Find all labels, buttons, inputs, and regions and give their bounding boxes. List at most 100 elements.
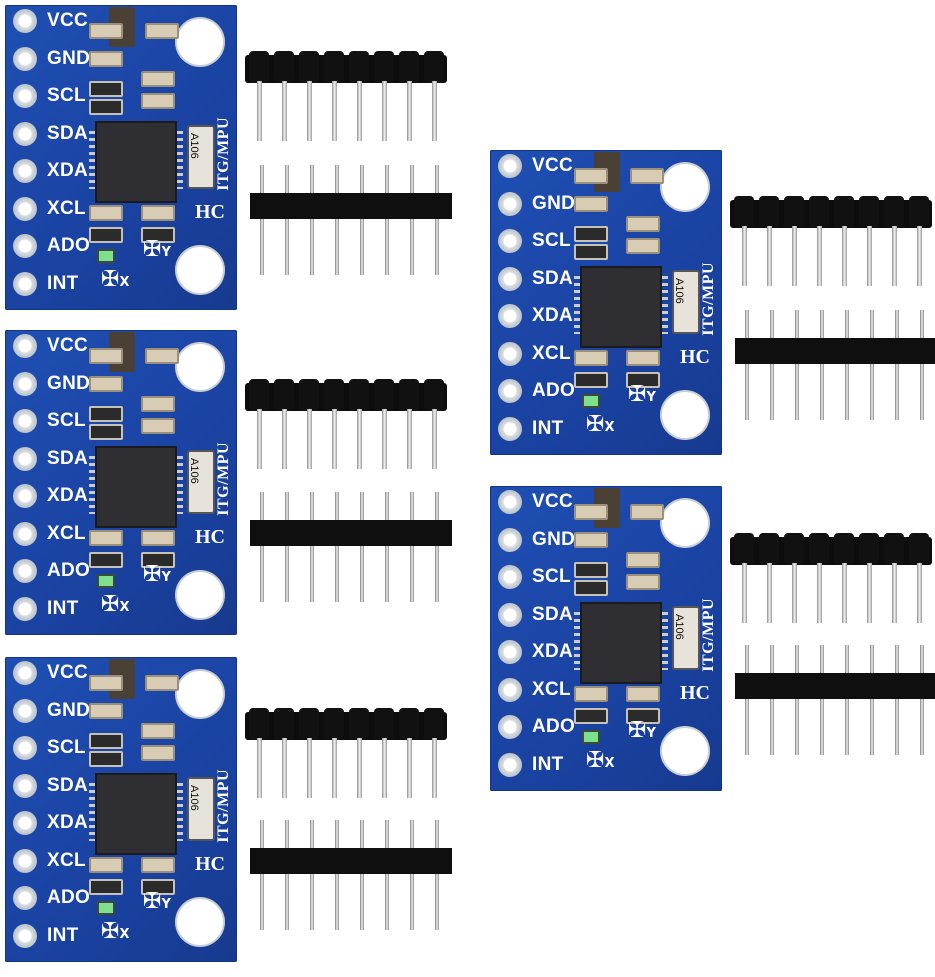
straight-pin-header (250, 492, 452, 602)
smd-component (574, 244, 608, 260)
solder-pad (13, 484, 37, 508)
x-axis-label: X (119, 927, 130, 942)
header-bar (735, 338, 935, 364)
header-pin (892, 226, 897, 286)
smd-component (574, 562, 608, 578)
pin-label: SDA (47, 447, 89, 469)
pin-row: VCC (13, 659, 93, 689)
x-axis-label: X (604, 420, 615, 435)
mounting-hole (662, 500, 708, 546)
x-axis-label: X (119, 275, 130, 290)
header-pin (767, 226, 772, 286)
smd-component (89, 530, 123, 546)
pin-row: SDA (498, 265, 578, 295)
pin-label: XDA (47, 812, 89, 833)
board-maker-mark: HC (195, 526, 225, 548)
pin-row: INT (498, 751, 578, 781)
header-pin (335, 820, 339, 930)
x-axis-marker: ✠X (101, 919, 130, 944)
header-pin (870, 645, 874, 755)
pin-row: GND (13, 45, 93, 75)
header-block (399, 51, 419, 83)
header-pin (892, 563, 897, 623)
pin-row: XCL (13, 520, 93, 550)
header-pin (310, 492, 314, 602)
solder-pad (13, 773, 37, 798)
smd-component (141, 879, 175, 895)
smd-component (574, 504, 608, 520)
header-pin (742, 563, 747, 623)
smd-component (89, 552, 123, 568)
header-pin (745, 310, 749, 420)
board-maker-mark: HC (195, 853, 225, 875)
header-block (834, 196, 854, 228)
header-block (424, 51, 444, 83)
header-pin (385, 492, 389, 602)
header-pin (432, 81, 437, 141)
solder-pad (498, 715, 522, 739)
tantalum-capacitor (672, 606, 700, 670)
header-pin (357, 738, 362, 798)
capacitor-label: A106 (188, 458, 200, 484)
solder-pad (498, 565, 522, 589)
header-block (809, 533, 829, 565)
header-pin (842, 226, 847, 286)
pin-label: XCL (532, 342, 571, 364)
pin-label: SCL (47, 737, 86, 758)
smd-component (89, 205, 123, 221)
header-pin (407, 409, 412, 469)
y-axis-label: Y (161, 570, 171, 585)
header-block (759, 196, 779, 228)
mounting-hole (662, 164, 708, 210)
solder-pad (498, 752, 522, 777)
header-pin (895, 310, 899, 420)
smd-component (574, 372, 608, 388)
mounting-hole (662, 392, 708, 438)
pin-row: XCL (498, 340, 578, 370)
pin-label: SDA (47, 122, 89, 144)
header-block (249, 708, 269, 740)
solder-pad (13, 596, 37, 621)
header-block (274, 379, 294, 411)
pin-row: GND (498, 190, 578, 220)
smd-component (145, 348, 179, 364)
smd-component (89, 99, 123, 115)
pin-label: SCL (532, 566, 571, 587)
smd-component (145, 23, 179, 39)
tantalum-capacitor (187, 125, 215, 189)
header-pin (867, 226, 872, 286)
header-pin (410, 165, 414, 275)
header-block (424, 708, 444, 740)
pin-row: GND (498, 526, 578, 556)
header-pin (335, 165, 339, 275)
header-pin (282, 738, 287, 798)
header-pin (820, 645, 824, 755)
capacitor-label: A106 (673, 614, 685, 640)
y-axis-label: Y (161, 897, 171, 912)
pin-row: XCL (13, 195, 93, 225)
smd-component (574, 580, 608, 596)
solder-pad (13, 736, 37, 760)
header-pin (307, 738, 312, 798)
solder-pad (498, 527, 522, 552)
header-pin (310, 165, 314, 275)
header-pin (360, 820, 364, 930)
header-pin (795, 310, 799, 420)
smd-component (89, 51, 123, 67)
solder-pad (13, 886, 37, 910)
pin-label: ADO (47, 560, 91, 581)
header-pin (382, 81, 387, 141)
solder-pad (13, 121, 37, 146)
header-pin (432, 738, 437, 798)
capacitor-label: A106 (188, 133, 200, 159)
solder-pad (13, 559, 37, 583)
header-bar (735, 673, 935, 699)
smd-component (626, 708, 660, 724)
header-block (249, 51, 269, 83)
status-led (97, 901, 115, 915)
smd-component (574, 532, 608, 548)
board-silkscreen-title: ITG/MPU (215, 117, 232, 191)
header-pin (285, 492, 289, 602)
